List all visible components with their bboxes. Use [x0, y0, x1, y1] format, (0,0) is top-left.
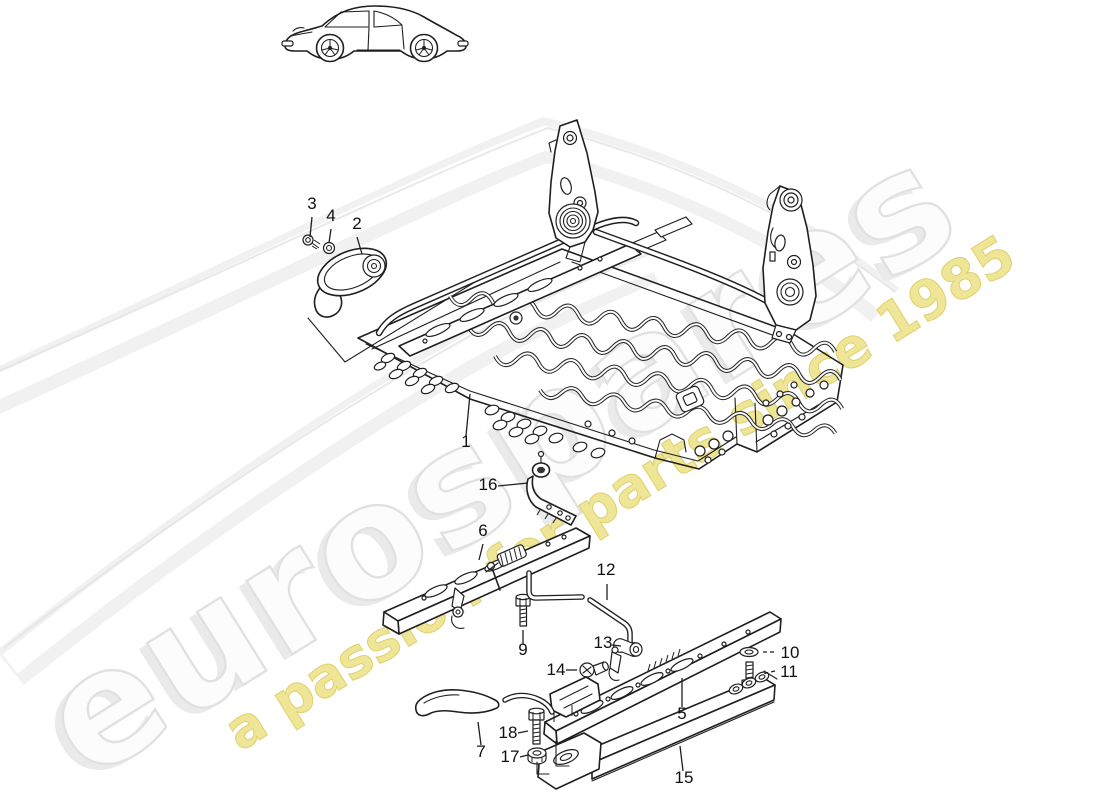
callout-label-4: 4: [326, 206, 335, 225]
part-16-stop-bracket: [526, 450, 577, 526]
part-9-bolt: [515, 593, 531, 627]
callout-leader-3: [309, 216, 313, 238]
part-2-recline-knob: [313, 247, 388, 318]
part-18-bolt: [528, 707, 545, 745]
callout-leader-13: [611, 644, 622, 647]
part-15-outer-rail: [537, 670, 778, 790]
callout-leader-16: [497, 482, 529, 487]
callout-leader-2: [356, 236, 363, 255]
part-4-nut: [322, 241, 336, 255]
seat-right-bracket: [762, 185, 817, 344]
callout-leader-11: [761, 670, 776, 675]
seat-springs-mesh: [448, 291, 844, 438]
callout-leader-1: [465, 393, 471, 437]
car-rear-wheel: [409, 33, 439, 63]
callout-label-10: 10: [781, 643, 800, 662]
callout-label-11: 11: [780, 662, 798, 681]
callout-label-16: 16: [479, 475, 498, 494]
callout-label-12: 12: [597, 560, 616, 579]
callout-label-1: 1: [461, 432, 470, 451]
part-7-release-handle: [414, 689, 500, 717]
callout-label-14: 14: [547, 660, 566, 679]
callout-label-6: 6: [478, 521, 487, 540]
part-12-connecting-rod: [526, 570, 633, 655]
assembly-guide-line-a: [536, 761, 550, 775]
callout-leader-15: [679, 745, 684, 772]
callout-label-18: 18: [499, 723, 518, 742]
watermark-brand-text: eurospares: [11, 108, 990, 800]
callout-leader-6: [478, 543, 484, 561]
watermark-brand: eurospares eurospares: [3, 106, 991, 800]
knob-mount-pointer-lines: [307, 281, 476, 363]
part-5-inner-rail: [502, 611, 782, 745]
seat-pan-holes-left: [373, 352, 460, 395]
callout-label-15: 15: [675, 768, 694, 787]
assembly-guide-line-b: [555, 740, 570, 767]
callout-label-7: 7: [476, 742, 485, 761]
seat-frame-assembly: [307, 119, 844, 470]
seat-pan-holes-front: [484, 404, 636, 459]
part-13-bushing: [612, 638, 643, 657]
callout-label-5: 5: [677, 704, 686, 723]
part-10-washer: [739, 646, 759, 658]
callout-label-13: 13: [594, 633, 613, 652]
callout-leader-7: [477, 721, 482, 746]
car-silhouette: [281, 5, 469, 63]
car-front-wheel: [315, 33, 345, 63]
seat-pan-holes-right: [675, 380, 829, 464]
seat-left-bracket: [548, 119, 599, 263]
callout-label-9: 9: [518, 640, 527, 659]
part-3-screw: [302, 234, 321, 250]
callout-leader-17: [519, 754, 529, 758]
car-rear-bumper: [457, 40, 469, 47]
callout-label-17: 17: [501, 747, 520, 766]
seat-left-rail-assembly: [375, 216, 769, 357]
part-14-screw: [579, 661, 609, 678]
callout-leader-18: [517, 730, 529, 734]
rail-spring-clamp: [496, 544, 527, 567]
part-6-upper-rail: [382, 527, 591, 635]
car-front-bumper: [281, 40, 294, 47]
callout-leader-4: [328, 228, 332, 244]
callout-label-3: 3: [307, 194, 316, 213]
callout-label-2: 2: [352, 214, 361, 233]
